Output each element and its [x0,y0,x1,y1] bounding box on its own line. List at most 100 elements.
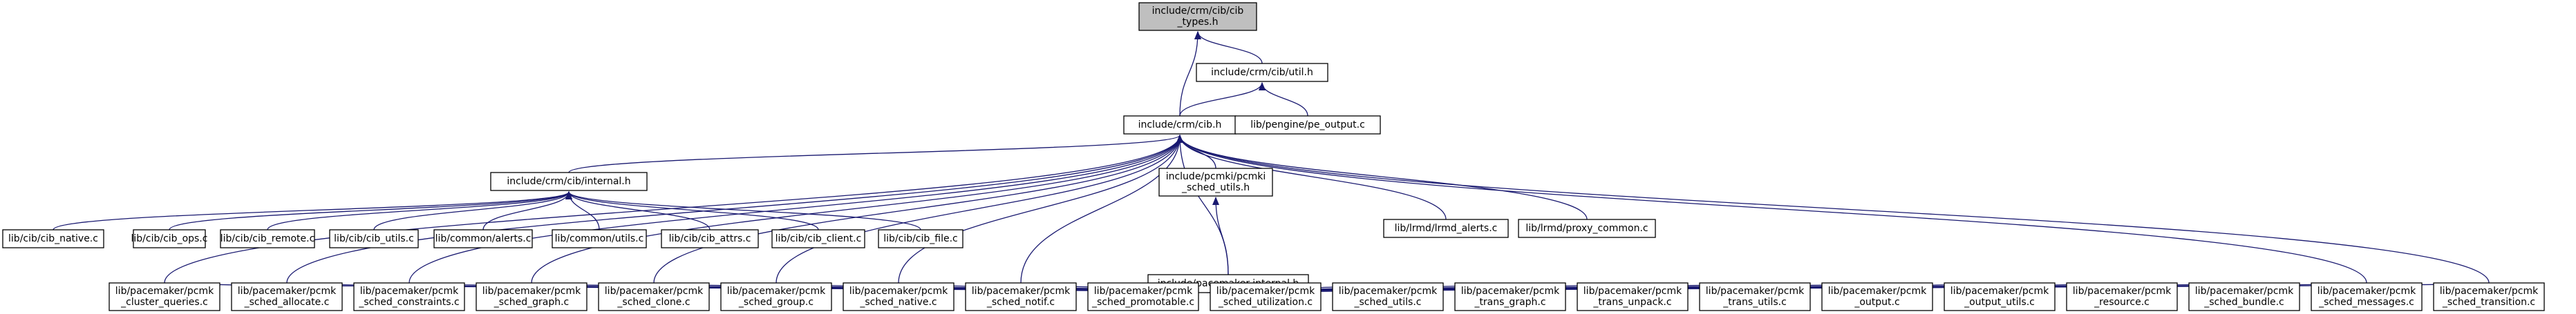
edge-cib_native-to-internal [53,191,572,230]
node-label-line: lib/pacemaker/pcmk [1706,286,1805,297]
edge-lrmd_alerts-to-cib [1176,135,1447,220]
edge [482,191,572,230]
node-trans-graph[interactable]: lib/pacemaker/pcmk_trans_graph.c [1454,282,1566,311]
node-sched-bundle[interactable]: lib/pacemaker/pcmk_sched_bundle.c [2188,282,2300,311]
node-sched-utilization[interactable]: lib/pacemaker/pcmk_sched_utilization.c [1210,282,1322,311]
node-output-utils[interactable]: lib/pacemaker/pcmk_output_utils.c [1944,282,2056,311]
node-cib-file[interactable]: lib/cib/cib_file.c [878,229,963,248]
node-label-line: _output_utils.c [1964,297,2035,308]
node-label-line: lib/pacemaker/pcmk [1950,286,2049,297]
node-pcmki-sched-utils[interactable]: include/pcmki/pcmki_sched_utils.h [1158,168,1273,197]
node-label-line: lib/pacemaker/pcmk [2440,286,2539,297]
node-label-line: _resource.c [2094,297,2150,308]
node-sched-graph[interactable]: lib/pacemaker/pcmk_sched_graph.c [476,282,587,311]
node-label-line: _sched_group.c [738,297,814,308]
edge [568,135,1183,173]
edge-cib_attrs-to-internal [565,191,711,230]
node-root[interactable]: include/crm/cib/cib_types.h [1138,2,1257,31]
node-box [433,229,533,248]
node-trans-utils[interactable]: lib/pacemaker/pcmk_trans_utils.c [1699,282,1811,311]
node-box [109,282,220,311]
node-sched-native[interactable]: lib/pacemaker/pcmk_sched_native.c [843,282,955,311]
node-cib-client[interactable]: lib/cib/cib_client.c [771,229,865,248]
node-box [2433,282,2545,311]
edge-cib-to-root [1179,31,1201,117]
edge [775,135,1183,284]
edge [267,191,572,230]
node-label-line: lib/common/utils.c [555,233,644,244]
node-box [2188,282,2300,311]
node-label-line: lib/lrmd/proxy_common.c [1525,223,1648,234]
node-sched-messages[interactable]: lib/pacemaker/pcmk_sched_messages.c [2311,282,2423,311]
edge-sched_transition-to-cib [1176,135,2490,284]
edge-internal-to-cib [568,135,1183,173]
edge [1176,135,2367,284]
node-pe-output[interactable]: lib/pengine/pe_output.c [1234,115,1381,135]
node-label-line: _output.c [1854,297,1899,308]
node-sched-clone[interactable]: lib/pacemaker/pcmk_sched_clone.c [598,282,710,311]
edge [1176,135,1447,220]
node-common-utils[interactable]: lib/common/utils.c [552,229,647,248]
edge-sched_clone-to-cib [653,135,1183,284]
node-sched-utils[interactable]: lib/pacemaker/pcmk_sched_utils.c [1332,282,1444,311]
node-label-line: _sched_utils.c [1354,297,1422,308]
node-cluster-queries[interactable]: lib/pacemaker/pcmk_cluster_queries.c [109,282,220,311]
node-box [2,229,104,248]
node-label-line: _trans_utils.c [1722,297,1787,308]
node-label-line: include/crm/cib/internal.h [507,176,630,187]
edge [1212,197,1229,275]
edge [565,191,819,230]
node-sched-notif[interactable]: lib/pacemaker/pcmk_sched_notif.c [965,282,1077,311]
node-cib-attrs[interactable]: lib/cib/cib_attrs.c [661,229,759,248]
node-proxy-common[interactable]: lib/lrmd/proxy_common.c [1518,219,1656,238]
node-label-line: _sched_promotable.c [1091,297,1194,308]
edge-pe_output-to-util [1259,82,1308,117]
node-cib-native[interactable]: lib/cib/cib_native.c [2,229,104,248]
edge-pacemaker_internal-to-pcmki_sched_utils [1212,197,1229,275]
node-sched-constraints[interactable]: lib/pacemaker/pcmk_sched_constraints.c [353,282,465,311]
node-label-line: lib/common/alerts.c [435,233,532,244]
node-box [1577,282,1689,311]
node-label-line: lib/pacemaker/pcmk [1828,286,1927,297]
node-box [353,282,465,311]
node-label-line: lib/pacemaker/pcmk [482,286,581,297]
node-sched-promotable[interactable]: lib/pacemaker/pcmk_sched_promotable.c [1087,282,1199,311]
node-label-line: lib/pacemaker/pcmk [605,286,704,297]
edge [408,135,1183,284]
node-label-line: include/crm/cib/cib [1152,6,1244,17]
node-cib-remote[interactable]: lib/cib/cib_remote.c [220,229,315,248]
node-box [965,282,1077,311]
node-box [2066,282,2178,311]
node-label-line: _sched_utilization.c [1218,297,1313,308]
node-label-line: _sched_messages.c [2318,297,2414,308]
node-resource[interactable]: lib/pacemaker/pcmk_resource.c [2066,282,2178,311]
node-box [720,282,832,311]
node-box [1234,115,1381,135]
node-sched-transition[interactable]: lib/pacemaker/pcmk_sched_transition.c [2433,282,2545,311]
node-cib-utils[interactable]: lib/cib/cib_utils.c [329,229,419,248]
node-lrmd-alerts[interactable]: lib/lrmd/lrmd_alerts.c [1383,219,1509,238]
node-output[interactable]: lib/pacemaker/pcmk_output.c [1821,282,1933,311]
node-cib-ops[interactable]: lib/cib/cib_ops.c [131,229,208,248]
edge [169,191,572,230]
node-box [133,229,206,248]
node-trans-unpack[interactable]: lib/pacemaker/pcmk_trans_unpack.c [1577,282,1689,311]
node-sched-group[interactable]: lib/pacemaker/pcmk_sched_group.c [720,282,832,311]
node-sched-allocate[interactable]: lib/pacemaker/pcmk_sched_allocate.c [231,282,343,311]
node-alerts[interactable]: lib/common/alerts.c [433,229,533,248]
node-box [598,282,710,311]
node-label-line: _sched_transition.c [2442,297,2535,308]
node-box [2311,282,2423,311]
node-box [231,282,343,311]
node-cib[interactable]: include/crm/cib.h [1123,115,1237,135]
node-box [1454,282,1566,311]
node-box [1196,63,1328,82]
file-nodes: include/crm/cib/cib_types.hinclude/crm/c… [2,2,2545,311]
node-internal[interactable]: include/crm/cib/internal.h [490,172,648,191]
node-label-line: lib/lrmd/lrmd_alerts.c [1395,223,1498,234]
node-util[interactable]: include/crm/cib/util.h [1196,63,1328,82]
node-label-line: lib/pacemaker/pcmk [1461,286,1560,297]
edge-cib_client-to-internal [565,191,819,230]
edge [1020,135,1183,284]
